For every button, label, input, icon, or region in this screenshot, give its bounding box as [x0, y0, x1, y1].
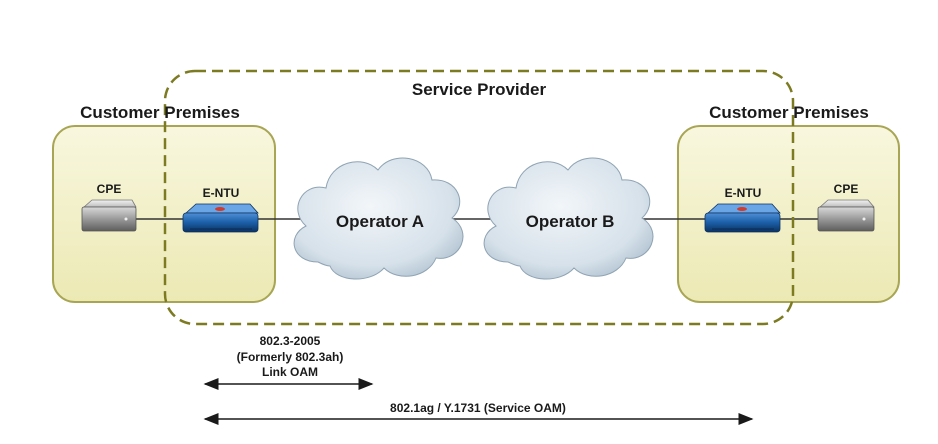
customer-premises-left-label: Customer Premises — [80, 103, 240, 122]
cpe-left-label: CPE — [97, 182, 122, 196]
service-oam-label: 802.1ag / Y.1731 (Service OAM) — [390, 401, 566, 415]
customer-premises-right-label: Customer Premises — [709, 103, 869, 122]
cpe-right-label: CPE — [834, 182, 859, 196]
cpe-right-device — [817, 199, 875, 232]
link-oam-line3: Link OAM — [262, 365, 318, 379]
cpe-left-device — [81, 199, 137, 232]
entu-left-label: E-NTU — [203, 186, 240, 200]
operator-a-cloud — [293, 157, 464, 280]
service-provider-boundary — [163, 69, 795, 326]
link-oam-line2: (Formerly 802.3ah) — [237, 350, 344, 364]
service-provider-label: Service Provider — [412, 80, 547, 99]
entu-left-device — [182, 203, 259, 233]
operator-a-label: Operator A — [336, 212, 424, 231]
link-oam-line1: 802.3-2005 — [260, 334, 321, 348]
customer-premises-right-box — [677, 125, 900, 303]
entu-right-label: E-NTU — [725, 186, 762, 200]
operator-b-label: Operator B — [526, 212, 615, 231]
entu-right-device — [704, 203, 781, 233]
operator-b-cloud — [483, 157, 654, 280]
